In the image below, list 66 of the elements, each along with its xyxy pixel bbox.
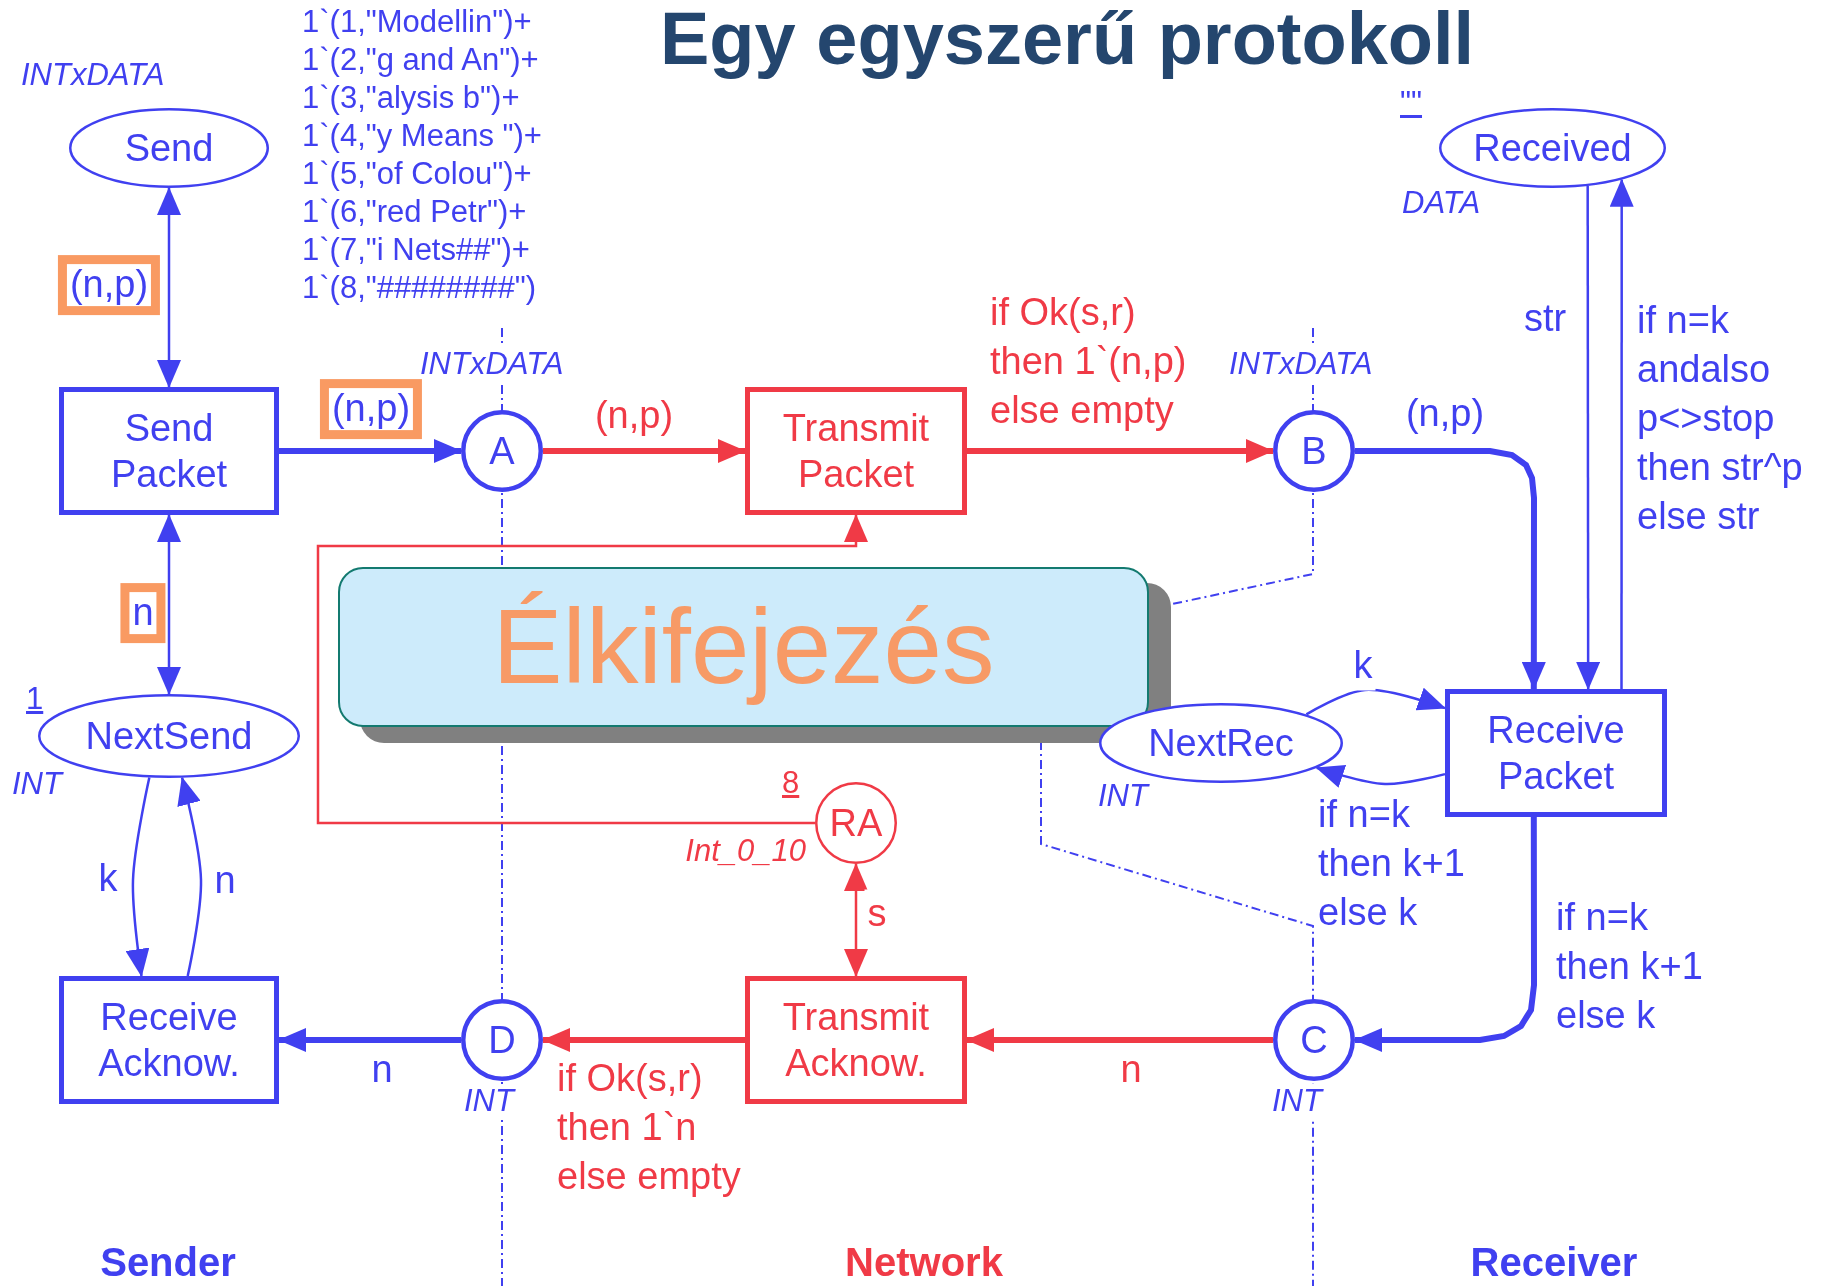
place-label: Received	[1473, 125, 1632, 171]
place-ellipse	[1439, 108, 1666, 188]
place-label: NextSend	[85, 713, 253, 759]
highlighted-edge-label: (n,p)	[319, 379, 423, 439]
place-label: Send	[124, 125, 214, 171]
edge-label: if n=k andalso p<>stop then str^p else str	[1637, 298, 1804, 540]
initial-marking: 1`(3,"alysis b")+	[302, 81, 520, 116]
transition-box	[745, 976, 967, 1104]
initial-marking: 1`(1,"Modellin")+	[302, 5, 532, 40]
arrow	[1354, 817, 1537, 1052]
arrow	[1305, 687, 1446, 716]
callout-text: Élkifejezés	[492, 586, 995, 707]
double-arrow	[157, 187, 181, 388]
place-circle	[461, 410, 543, 492]
place-label: NextRec	[1148, 720, 1294, 766]
arrow	[125, 777, 151, 977]
arrow	[279, 439, 462, 463]
initial-marking: 1`(5,"of Colou")+	[302, 157, 532, 192]
arrow	[543, 439, 746, 463]
place-ellipse	[1099, 703, 1343, 783]
place-circle	[1273, 410, 1355, 492]
transition-label: Transmit Packet	[781, 405, 931, 497]
highlighted-edge-label: (n,p)	[57, 255, 161, 315]
place-ellipse	[69, 108, 269, 188]
arrow	[542, 1028, 745, 1052]
place-label: A	[489, 428, 515, 474]
place-label: D	[488, 1017, 516, 1063]
initial-marking: 1`(8,"########")	[302, 271, 536, 306]
arrow	[1315, 764, 1446, 788]
transition-box	[745, 387, 967, 515]
transition-label: Receive Packet	[1486, 707, 1626, 799]
transition-box	[59, 387, 279, 515]
edge-label: if n=k then k+1 else k	[1318, 792, 1466, 936]
initial-marking: 1`(2,"g and An")+	[302, 43, 539, 78]
title: Egy egyszerű protokoll	[660, 0, 1475, 81]
arrow	[967, 439, 1274, 463]
edge-label: if Ok(s,r) then 1`(n,p) else empty	[990, 290, 1188, 434]
initial-marking: 1`(7,"i Nets##")+	[302, 233, 530, 268]
transition-label: Transmit Acknow.	[781, 994, 931, 1086]
double-arrow	[844, 863, 868, 977]
arrow	[278, 1028, 461, 1052]
initial-marking: 1`(4,"y Means ")+	[302, 119, 542, 154]
transition-box	[59, 976, 279, 1104]
arrow	[316, 514, 868, 825]
arrow	[1609, 178, 1634, 689]
type-label: INT	[1272, 1084, 1322, 1119]
highlighted-edge-label: n	[120, 583, 166, 643]
place-label: B	[1301, 428, 1327, 474]
arrow	[177, 776, 203, 977]
transition-box	[1445, 689, 1667, 817]
place-label: RA	[829, 800, 883, 846]
arrow	[1576, 186, 1601, 690]
arrow	[966, 1028, 1273, 1052]
edge-label: if n=k then k+1 else k	[1556, 895, 1704, 1039]
place-circle	[815, 782, 897, 864]
type-label: INTxDATA	[1229, 347, 1373, 382]
double-arrow	[157, 514, 181, 695]
place-circle	[1273, 999, 1355, 1081]
edge-label: if Ok(s,r) then 1`n else empty	[557, 1056, 742, 1200]
initial-marking: 1`(6,"red Petr")+	[302, 195, 527, 230]
transition-label: Receive Acknow.	[97, 994, 241, 1086]
type-label: INTxDATA	[420, 347, 564, 382]
arrow	[1355, 448, 1546, 690]
place-label: C	[1300, 1017, 1328, 1063]
transition-label: Send Packet	[109, 405, 229, 497]
place-circle	[461, 999, 543, 1081]
